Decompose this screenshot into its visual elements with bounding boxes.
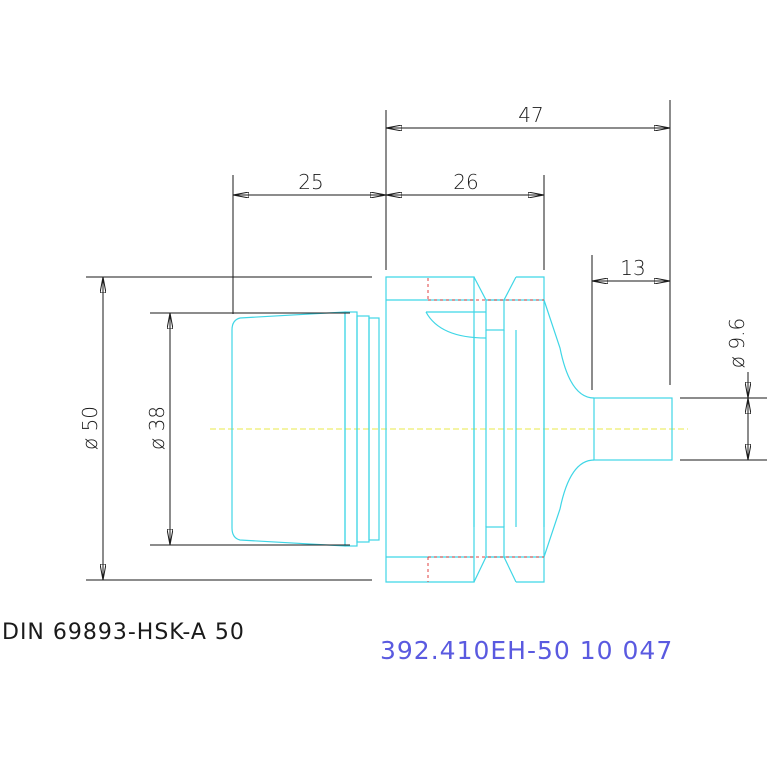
shank (593, 397, 673, 461)
dim-26: 26 (453, 170, 478, 194)
hidden-lines (427, 278, 544, 582)
dim-47: 47 (518, 103, 543, 127)
dim-d50: ø 50 (78, 406, 102, 450)
standard-label: DIN 69893-HSK-A 50 (2, 620, 245, 645)
dim-d96: ø 9.6 (725, 318, 749, 368)
part-number: 392.410EH-50 10 047 (380, 636, 674, 665)
neck (543, 299, 595, 399)
dim-13: 13 (620, 256, 645, 280)
dimension-lines: 47 25 26 13 ø 9.6 ø 50 ø 38 (78, 100, 767, 581)
part-outline (231, 276, 673, 583)
collar-ring-3 (368, 317, 380, 541)
dim-d38: ø 38 (145, 406, 169, 450)
v-groove (473, 276, 517, 301)
dim-25: 25 (298, 170, 323, 194)
taper-body (231, 311, 346, 547)
